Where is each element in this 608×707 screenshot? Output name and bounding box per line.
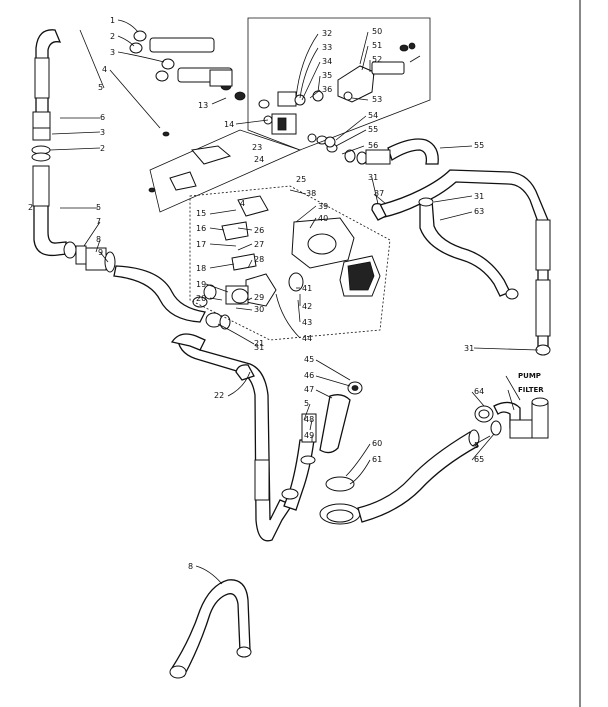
callout-63: 63 bbox=[474, 207, 484, 216]
callout-40: 40 bbox=[318, 214, 328, 223]
callout-22: 22 bbox=[214, 391, 224, 400]
callout-42: 42 bbox=[302, 302, 312, 311]
callout-48: 48 bbox=[304, 415, 314, 424]
pump-filter-assembly bbox=[474, 397, 549, 439]
pump-label: PUMP bbox=[518, 372, 541, 380]
callout-1: 1 bbox=[110, 16, 115, 25]
callout-49: 49 bbox=[304, 431, 314, 440]
callout-4: 4 bbox=[102, 65, 107, 74]
callout-6: 6 bbox=[100, 113, 105, 122]
callout-65: 65 bbox=[474, 455, 484, 464]
callout-31c: 31 bbox=[474, 192, 484, 201]
callout-36: 36 bbox=[322, 85, 332, 94]
hose-47-49 bbox=[281, 381, 363, 511]
callout-5d: 5 bbox=[304, 399, 309, 408]
callout-41: 41 bbox=[302, 284, 312, 293]
callout-31a: 31 bbox=[254, 343, 264, 352]
valve-panel bbox=[129, 17, 431, 213]
center-fittings bbox=[192, 296, 231, 330]
callout-34: 34 bbox=[322, 57, 332, 66]
callout-24: 24 bbox=[254, 155, 264, 164]
callout-55a: 55 bbox=[368, 125, 378, 134]
callout-17: 17 bbox=[196, 240, 206, 249]
callout-26: 26 bbox=[254, 226, 264, 235]
callout-2: 2 bbox=[110, 32, 115, 41]
upper-right-hose bbox=[316, 135, 439, 165]
callout-5b: 5 bbox=[96, 203, 101, 212]
callout-64: 64 bbox=[474, 387, 484, 396]
left-center-hose bbox=[63, 241, 206, 323]
callout-21: 21 bbox=[254, 339, 264, 348]
callout-7: 7 bbox=[96, 217, 101, 226]
callout-60: 60 bbox=[372, 439, 382, 448]
callout-54: 54 bbox=[368, 111, 378, 120]
callout-45: 45 bbox=[304, 355, 314, 364]
callout-27: 27 bbox=[254, 240, 264, 249]
callout-16: 16 bbox=[196, 224, 206, 233]
callout-39: 39 bbox=[318, 202, 328, 211]
callout-32: 32 bbox=[322, 29, 332, 38]
right-hose-assembly bbox=[371, 169, 551, 356]
callout-37: 37 bbox=[374, 189, 384, 198]
callout-28: 28 bbox=[254, 255, 264, 264]
filter-label: FILTER bbox=[518, 386, 544, 394]
callout-9: 9 bbox=[98, 248, 103, 257]
callout-2b: 2 bbox=[100, 144, 105, 153]
callout-8b: 8 bbox=[188, 562, 193, 571]
callout-51: 51 bbox=[372, 41, 382, 50]
callout-23: 23 bbox=[252, 143, 262, 152]
callout-44: 44 bbox=[302, 334, 312, 343]
callout-29: 29 bbox=[254, 293, 264, 302]
left-inlet-hose bbox=[31, 29, 67, 257]
callout-5: 5 bbox=[98, 83, 103, 92]
callout-20: 20 bbox=[196, 294, 206, 303]
callout-labels: 1 2 3 4 5 6 3 2 5 7 8 9 13 14 15 16 17 1… bbox=[28, 16, 544, 571]
callout-31d: 31 bbox=[464, 344, 474, 353]
callout-19: 19 bbox=[196, 280, 206, 289]
callout-31b: 31 bbox=[368, 173, 378, 182]
callout-35: 35 bbox=[322, 71, 332, 80]
callout-53: 53 bbox=[372, 95, 382, 104]
callout-15: 15 bbox=[196, 209, 206, 218]
callout-3: 3 bbox=[110, 48, 115, 57]
sump-assembly bbox=[319, 429, 480, 525]
callout-50: 50 bbox=[372, 27, 382, 36]
callout-8: 8 bbox=[96, 235, 101, 244]
callout-61: 61 bbox=[372, 455, 382, 464]
callout-5c: 5 bbox=[474, 441, 479, 450]
callout-4b: 4 bbox=[240, 199, 245, 208]
loose-hose-8 bbox=[169, 579, 252, 679]
callout-55b: 55 bbox=[474, 141, 484, 150]
leader-lines bbox=[49, 19, 539, 585]
callout-2c: 2 bbox=[28, 203, 33, 212]
pump-box bbox=[189, 185, 391, 341]
callout-3b: 3 bbox=[100, 128, 105, 137]
callout-25: 25 bbox=[296, 175, 306, 184]
callout-46: 46 bbox=[304, 371, 314, 380]
callout-14: 14 bbox=[224, 120, 234, 129]
drain-hose-22 bbox=[170, 333, 293, 542]
callout-52: 52 bbox=[372, 55, 382, 64]
callout-13: 13 bbox=[198, 101, 208, 110]
callout-38: 38 bbox=[306, 189, 316, 198]
callout-43: 43 bbox=[302, 318, 312, 327]
callout-33: 33 bbox=[322, 43, 332, 52]
callout-30: 30 bbox=[254, 305, 264, 314]
callout-47: 47 bbox=[304, 385, 314, 394]
callout-56: 56 bbox=[368, 141, 378, 150]
callout-18: 18 bbox=[196, 264, 206, 273]
